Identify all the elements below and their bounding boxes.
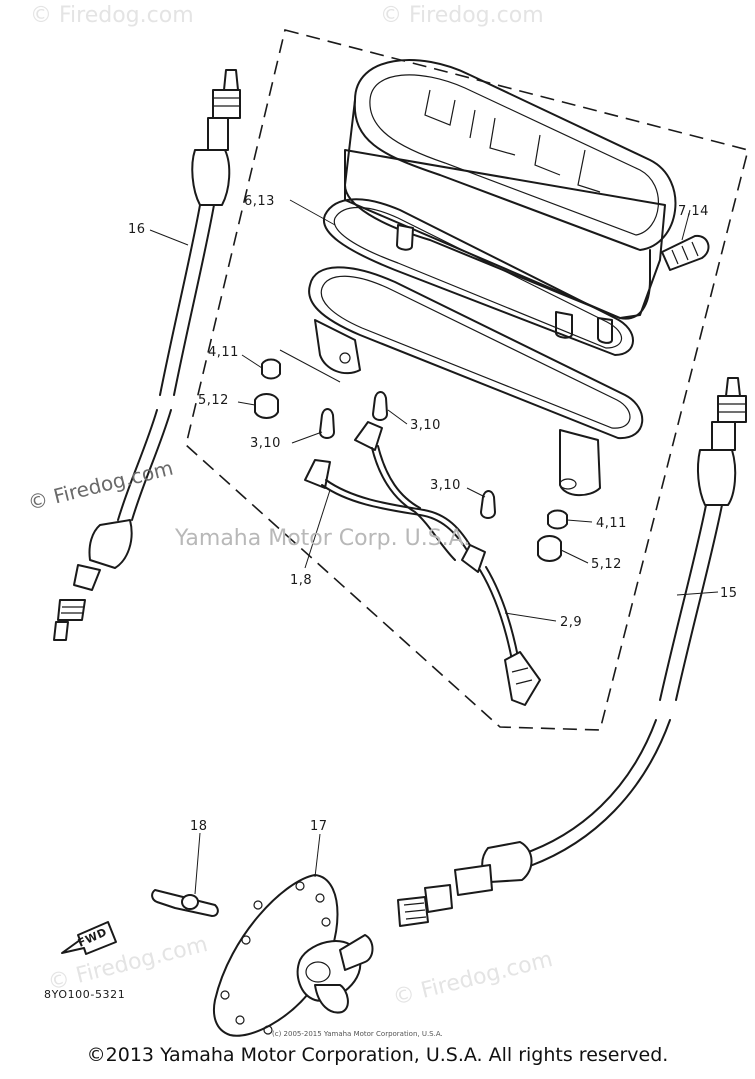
label-part-17: 17 — [310, 819, 328, 834]
label-part-16: 16 — [128, 222, 146, 237]
label-part-18: 18 — [190, 819, 208, 834]
copyright-footer: ©2013 Yamaha Motor Corporation, U.S.A. A… — [86, 1044, 669, 1066]
forward-arrow-icon: FWD — [61, 921, 117, 955]
label-part-15: 15 — [720, 586, 738, 601]
mounting-case — [308, 266, 644, 497]
label-leaders — [149, 199, 719, 895]
label-part-6-13: 6,13 — [244, 194, 275, 209]
watermark-top-right: © Firedog.com — [380, 3, 544, 28]
watermark-firedog: © Firedog.com — [25, 456, 175, 515]
gasket-ring — [322, 198, 634, 356]
diagram-code: 8YO100-5321 — [44, 988, 125, 1001]
speedometer-exploded-diagram: © Firedog.com © Firedog.com © Firedog.co… — [25, 3, 749, 1038]
meter-housing — [344, 59, 677, 344]
small-copyright: (c) 2005-2015 Yamaha Motor Corporation, … — [272, 1030, 443, 1038]
meter-light-socket — [661, 234, 710, 271]
label-part-3-10-b: 3,10 — [410, 418, 441, 433]
part-labels: 16 6,13 7,14 4,11 5,12 3,10 3,10 3,10 4,… — [44, 194, 738, 1001]
label-part-1-8: 1,8 — [290, 573, 312, 588]
label-part-5-12-right: 5,12 — [591, 557, 622, 572]
label-part-3-10-a: 3,10 — [250, 436, 281, 451]
assembly-boundary — [185, 29, 749, 731]
wire-harness — [304, 421, 541, 706]
drive-gear-housing — [212, 874, 374, 1037]
left-washer-nut — [254, 349, 341, 419]
background-watermarks: © Firedog.com © Firedog.com © Firedog.co… — [30, 3, 555, 1011]
watermark-bottom-right: © Firedog.com — [390, 947, 555, 1011]
label-part-4-11-right: 4,11 — [596, 516, 627, 531]
label-part-7-14: 7,14 — [678, 204, 709, 219]
watermark-bottom-left: © Firedog.com — [45, 932, 210, 996]
watermark-yamaha: Yamaha Motor Corp. U.S.A. — [174, 526, 470, 551]
watermark-top-left: © Firedog.com — [30, 3, 194, 28]
speedometer-cable-right — [397, 377, 747, 927]
speedometer-cable-left — [53, 69, 241, 641]
label-part-3-10-c: 3,10 — [430, 478, 461, 493]
indicator-bulbs — [319, 391, 496, 519]
label-part-2-9: 2,9 — [560, 615, 582, 630]
right-washer-nut — [537, 509, 568, 562]
label-part-5-12-left: 5,12 — [198, 393, 229, 408]
label-part-4-11-left: 4,11 — [208, 345, 239, 360]
drive-pin — [151, 889, 219, 917]
